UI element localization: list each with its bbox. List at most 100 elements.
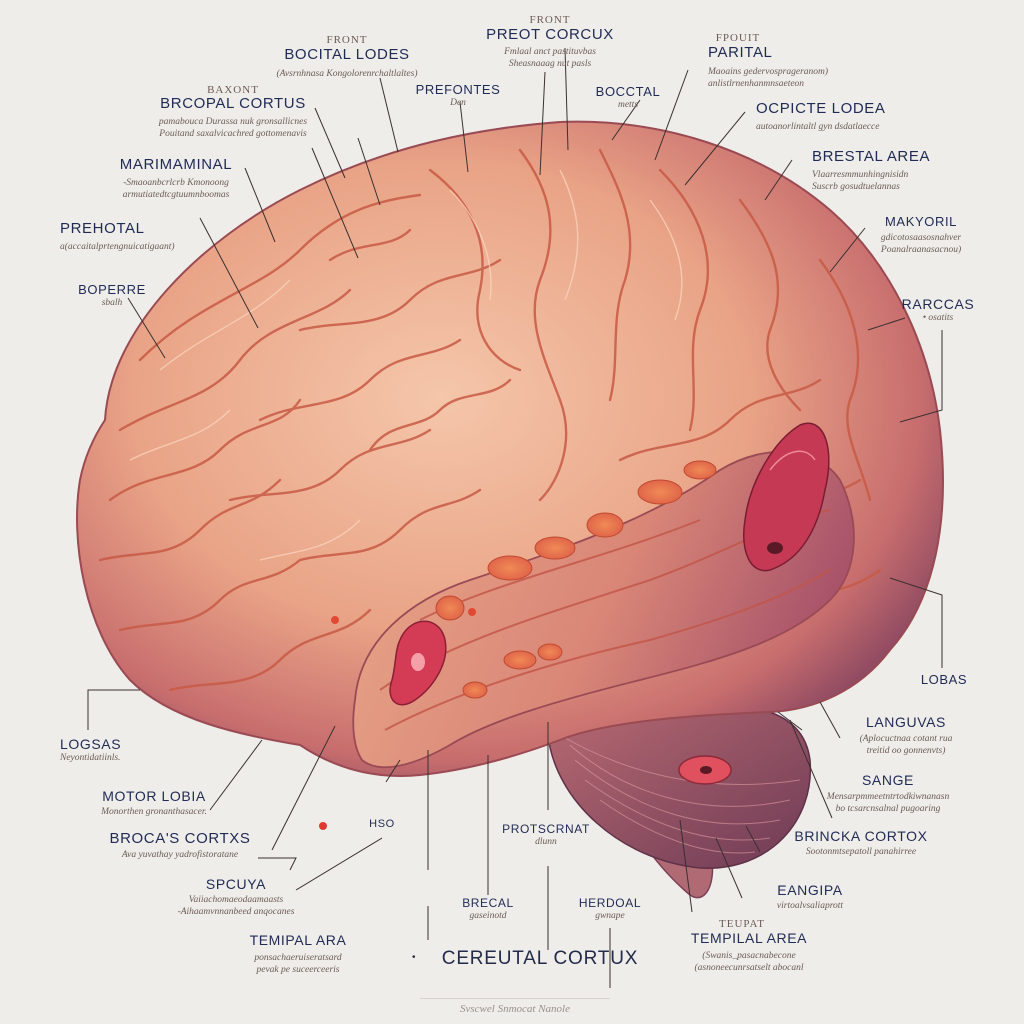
label-templal-area-sub-1: (Swanis_pasacnabecone (702, 951, 796, 961)
label-motor-lobia-sub: Monorthen gronanthasacer. (101, 807, 207, 817)
label-motor-lobia-title: MOTOR LOBIA (102, 788, 206, 804)
label-front-top-title: FRONT (326, 34, 368, 46)
label-teupat-title: TEUPAT (719, 918, 765, 930)
label-prefontes-title: PREFONTES (415, 82, 501, 97)
label-lobas: LOBAS (908, 672, 980, 687)
label-spcuya-sub-1: Vaiiachomaeodaamaasts (188, 895, 284, 905)
label-front-center: FRONT (510, 10, 590, 28)
label-makyorul-sub-2: Poanalraanasacnou) (880, 245, 962, 255)
label-fpouit: FPOUIT (708, 28, 768, 46)
label-occipicte-lodea-sub: autoanorlintaltl gyn dsdatlaecce (756, 122, 880, 132)
lesion-core (700, 766, 712, 774)
label-hso-title: HSO (369, 818, 395, 830)
label-brocas-cortxs-sub: Ava yuvathay yadrofistoratane (121, 850, 239, 860)
label-lobas-title: LOBAS (920, 672, 968, 687)
label-languvas-title: LANGUVAS (865, 714, 946, 730)
label-sange-sub-1: Mensarpmmeetntrtodkiwnanasn (826, 792, 950, 802)
label-baxont: BAXONT (198, 80, 268, 98)
label-protscrnat-sub: dlunn (535, 837, 557, 847)
label-spcuya-title: SPCUYA (205, 876, 267, 892)
activity-spots (435, 460, 717, 699)
label-brincka-cortox-sub: Sootonmtsepatoll panahirree (805, 847, 917, 857)
label-protscrnat: PROTSCRNAT dlunn (496, 822, 596, 848)
title-mark: • (412, 952, 416, 963)
label-preot-corcux-title: PREOT CORCUX (486, 26, 614, 43)
label-raccas: RARCCAS • osatits (890, 296, 986, 324)
label-languvas-sub-2: treitid oo gonnenvts) (866, 746, 946, 756)
label-makyorul-sub-1: gdicotosaasosnahver (880, 233, 962, 243)
label-temipal-ara: TEMIPAL ARA ponsachaeruiseratsard pevak … (230, 932, 366, 976)
label-marimaminal-title: MARIMAMINAL (119, 156, 233, 173)
label-marimaminal-sub-1: -Smaoanbcrlcrb Kmonoong (123, 178, 229, 188)
label-brecal: BRECAL gaseinotd (446, 896, 530, 922)
label-brcopal-cortus-sub-2: Pouitand saxalvicachred gottomenavis (159, 129, 307, 139)
label-prehotal: PREHOTAL a(accaitalprtengnuicatigaant) (60, 220, 200, 253)
label-makyorul: MAKYORIL gdicotosaasosnahver Poanalraana… (866, 214, 976, 256)
label-parital-title: PARITAL (708, 44, 773, 61)
label-front-top: FRONT (312, 30, 382, 48)
label-temipal-ara-sub-2: pevak pe suceerceeris (256, 965, 340, 975)
label-eangipa: EANGIPA virtoalvsaliaprott (750, 882, 870, 912)
label-teupat: TEUPAT (712, 914, 772, 932)
label-marimaminal-sub-2: armutiatedtcgtuumnboomas (122, 190, 230, 200)
leader-lines (87, 47, 943, 988)
label-raccas-sub: • osatits (922, 313, 954, 323)
label-prehotal-title: PREHOTAL (60, 220, 145, 237)
label-brcopal-cortus-title: BRCOPAL CORTUS (160, 95, 306, 112)
label-logsas-sub: Neyontidatiinls. (60, 753, 121, 763)
label-brocas-cortxs: BROCA'S CORTXS Ava yuvathay yadrofistora… (100, 830, 260, 861)
label-fpouit-title: FPOUIT (715, 32, 761, 44)
artist-signature: Svscwel Snmocat Nanole (420, 998, 610, 1015)
label-brincka-cortox: BRINCKA CORTOX Sootonmtsepatoll panahirr… (790, 828, 932, 858)
label-brestal-area-sub-1: Vlaarresmmunhingnisidn (812, 170, 909, 180)
label-bocital-lodes-title: BOCITAL LODES (284, 46, 410, 63)
label-spcuya-sub-2: -Aihaamvnnanbeed anqocanes (177, 907, 295, 917)
label-brocas-cortxs-title: BROCA'S CORTXS (109, 830, 251, 847)
label-boperre: BOPERRE sbalh (74, 282, 150, 309)
label-prehotal-sub: a(accaitalprtengnuicatigaant) (60, 242, 175, 252)
label-languvas: LANGUVAS (Aplocuctnaa cotant rua treitid… (840, 714, 972, 757)
label-bocital-lodes-sub: (Avsrnhnasa Kongolorenrchaltlaltes) (276, 69, 418, 79)
marker-dot (319, 822, 327, 830)
cerebellum-folia (559, 734, 801, 854)
label-brecal-sub: gaseinotd (469, 911, 507, 921)
label-raccas-title: RARCCAS (901, 296, 975, 312)
label-logsas: LOGSAS Neyontidatiinls. (60, 736, 170, 764)
diagram-title: CEREUTAL CORTUX (441, 948, 639, 969)
label-protscrnat-title: PROTSCRNAT (502, 822, 590, 836)
cortex-highlights (129, 169, 683, 561)
label-sange: SANGE Mensarpmmeetntrtodkiwnanasn bo tcs… (826, 772, 950, 815)
label-brestal-area: BRESTAL AREA Vlaarresmmunhingnisidn Susc… (812, 148, 942, 193)
label-herdoal-title: HERDOAL (578, 896, 642, 910)
label-motor-lobia: MOTOR LOBIA Monorthen gronanthasacer. (92, 788, 216, 818)
label-occipicte-lodea: OCPICTE LODEA autoanorlintaltl gyn dsdat… (756, 100, 906, 133)
label-logsas-title: LOGSAS (60, 736, 122, 752)
label-preot-corcux: PREOT CORCUX Fmlaal anct pastituvbas She… (470, 26, 630, 70)
red-structures (319, 422, 830, 830)
label-herdoal-sub: gwnape (595, 911, 625, 921)
label-sange-title: SANGE (861, 772, 914, 788)
label-herdoal: HERDOAL gwnape (568, 896, 652, 922)
label-baxont-title: BAXONT (207, 84, 259, 96)
label-spcuya: SPCUYA Vaiiachomaeodaamaasts -Aihaamvnna… (162, 876, 310, 918)
label-boperre-sub: sbalh (101, 298, 123, 308)
label-boccal-sub: metts (617, 100, 639, 110)
label-templal-area-title: TEMPILAL AREA (690, 930, 808, 946)
label-prefontes-sub: Den (450, 98, 466, 108)
label-brcopal-cortus: BRCOPAL CORTUS pamabouca Durassa nuk gro… (148, 95, 318, 140)
label-brcopal-cortus-sub-1: pamabouca Durassa nuk gronsallicnes (158, 117, 308, 127)
label-parital-sub-2: anlistlrnenhanmnsaeteon (708, 79, 805, 89)
label-front-center-title: FRONT (529, 14, 571, 26)
label-preot-corcux-sub-1: Fmlaal anct pastituvbas (504, 47, 596, 57)
label-temipal-ara-title: TEMIPAL ARA (249, 932, 347, 948)
label-brestal-area-title: BRESTAL AREA (812, 148, 931, 165)
label-occipicte-lodea-title: OCPICTE LODEA (756, 100, 886, 117)
label-eangipa-title: EANGIPA (777, 882, 843, 898)
label-bocital-lodes: BOCITAL LODES (Avsrnhnasa Kongolorenrcha… (262, 46, 432, 80)
label-brincka-cortox-title: BRINCKA CORTOX (794, 828, 928, 844)
label-parital-sub-1: Maoains gedervosprageranom) (708, 67, 829, 77)
label-parital: PARITAL Maoains gedervosprageranom) anli… (708, 44, 868, 90)
label-boccal: BOCCTAL metts (592, 84, 664, 111)
